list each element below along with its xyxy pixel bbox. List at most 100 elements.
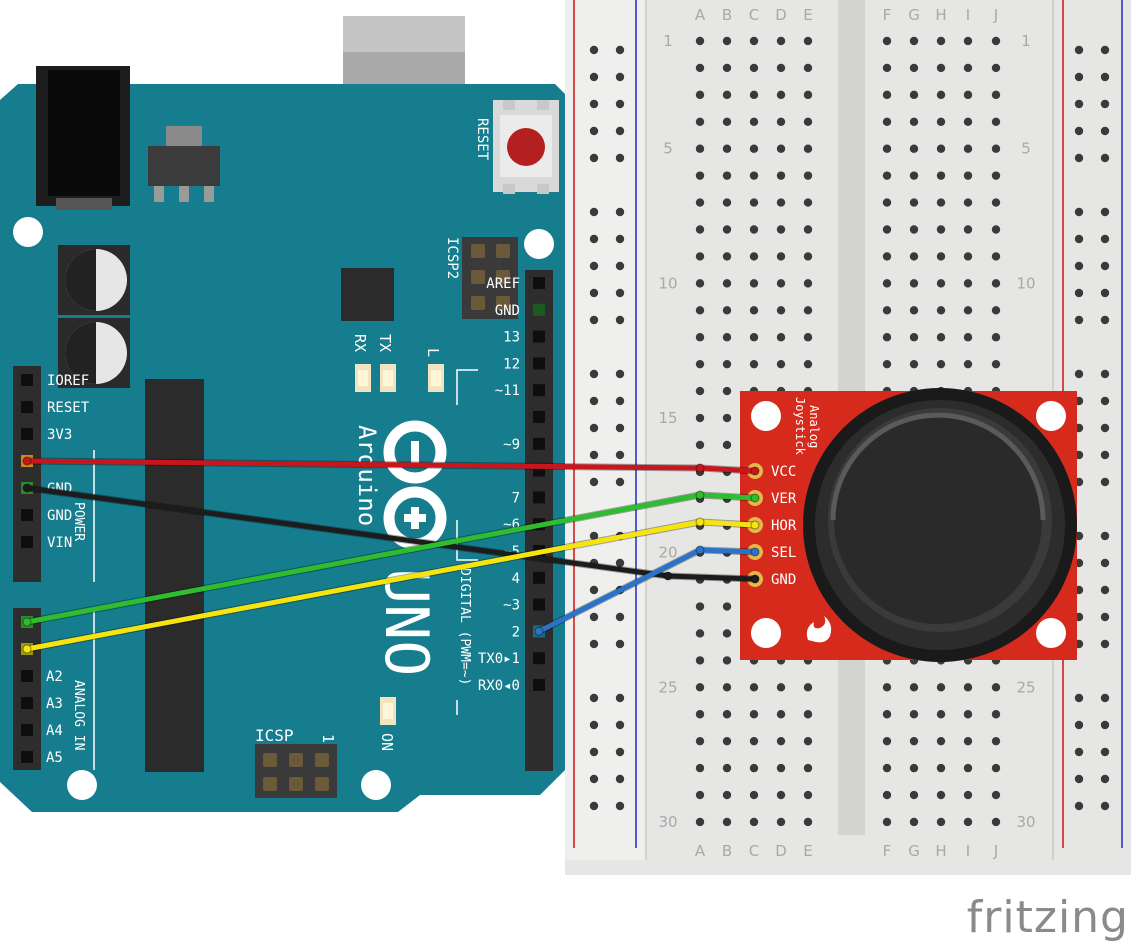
- row-label: 10: [658, 274, 677, 292]
- breadboard-hole: [963, 710, 973, 719]
- breadboard-hole: [695, 198, 705, 207]
- rail-hole: [1100, 585, 1110, 595]
- rail-hole: [615, 72, 625, 82]
- breadboard-hole: [909, 683, 919, 692]
- rail-hole: [1100, 801, 1110, 811]
- column-label: J: [993, 842, 998, 860]
- column-label: B: [722, 842, 732, 860]
- column-label: E: [803, 842, 812, 860]
- breadboard-hole: [749, 359, 759, 369]
- breadboard-hole: [722, 252, 732, 261]
- breadboard-hole: [722, 306, 732, 315]
- breadboard-hole: [776, 790, 786, 800]
- breadboard-hole: [803, 710, 813, 719]
- breadboard-hole: [695, 63, 705, 73]
- analog-in-label: ANALOG IN: [71, 680, 86, 750]
- breadboard-hole: [695, 225, 705, 234]
- breadboard-hole: [749, 279, 759, 288]
- breadboard-hole: [963, 790, 973, 800]
- arduino-board: IOREFRESET3V3GNDGNDVINA2A3A4A5AREFGND131…: [0, 16, 565, 812]
- breadboard-hole: [936, 63, 946, 73]
- breadboard-hole: [963, 117, 973, 126]
- rail-hole: [1100, 693, 1110, 703]
- rail-hole: [1074, 801, 1084, 811]
- breadboard-hole: [695, 602, 705, 611]
- rail-hole: [1074, 369, 1084, 379]
- breadboard-hole: [991, 36, 1001, 46]
- breadboard-hole: [882, 333, 892, 342]
- on-label: ON: [378, 733, 396, 751]
- board-name-label: Arduino: [353, 425, 381, 526]
- breadboard-hole: [749, 683, 759, 692]
- breadboard-hole: [749, 817, 759, 827]
- breadboard-hole: [882, 790, 892, 800]
- breadboard-hole: [722, 710, 732, 719]
- rail-hole: [1100, 774, 1110, 784]
- header-pin: [533, 330, 545, 343]
- header-pin: [21, 401, 33, 413]
- tx-label: TX: [376, 334, 394, 352]
- analog-header: [13, 608, 41, 770]
- breadboard-hole: [695, 117, 705, 126]
- breadboard-hole: [963, 63, 973, 73]
- rail-hole: [589, 477, 599, 487]
- breadboard-hole: [776, 117, 786, 126]
- breadboard-hole: [803, 333, 813, 342]
- breadboard-hole: [882, 279, 892, 288]
- joystick-pin-label: VCC: [771, 464, 796, 480]
- rail-hole: [1100, 315, 1110, 325]
- breadboard-hole: [909, 252, 919, 261]
- icsp2-pin: [471, 244, 485, 258]
- breadboard-hole: [776, 359, 786, 369]
- column-label: B: [722, 6, 732, 24]
- rail-hole: [1074, 207, 1084, 217]
- breadboard-hole: [695, 413, 705, 423]
- fritzing-watermark: fritzing: [966, 892, 1129, 943]
- power-pin-label: IOREF: [47, 373, 89, 389]
- breadboard-hole: [695, 656, 705, 665]
- breadboard-hole: [776, 279, 786, 288]
- rail-hole: [589, 234, 599, 244]
- breadboard-hole: [882, 117, 892, 126]
- breadboard-hole: [909, 117, 919, 126]
- icsp-pin: [263, 753, 277, 767]
- header-pin: [533, 357, 545, 370]
- breadboard-hole: [991, 225, 1001, 234]
- breadboard-hole: [803, 763, 813, 773]
- breadboard-hole: [963, 36, 973, 46]
- breadboard-hole: [803, 171, 813, 180]
- mount-hole: [13, 217, 43, 247]
- reset-button[interactable]: [493, 100, 559, 194]
- breadboard-hole: [776, 306, 786, 315]
- breadboard-hole: [882, 683, 892, 692]
- breadboard-hole: [749, 225, 759, 234]
- atmega-chip: [145, 379, 204, 772]
- on-led: [380, 697, 396, 725]
- header-pin: [533, 598, 545, 611]
- icsp-pin: [315, 753, 329, 767]
- column-label: H: [935, 842, 946, 860]
- column-label: I: [966, 842, 970, 860]
- breadboard-hole: [936, 198, 946, 207]
- header-pin: [533, 571, 545, 584]
- breadboard-hole: [909, 36, 919, 46]
- breadboard-hole: [722, 63, 732, 73]
- icsp2-pin: [496, 296, 510, 310]
- breadboard-hole: [909, 225, 919, 234]
- rail-hole: [589, 747, 599, 757]
- rail-hole: [615, 639, 625, 649]
- column-label: I: [966, 6, 970, 24]
- breadboard-hole: [991, 683, 1001, 692]
- rail-hole: [589, 531, 599, 541]
- breadboard-hole: [882, 252, 892, 261]
- breadboard-hole: [936, 36, 946, 46]
- rail-hole: [615, 612, 625, 622]
- icsp2-label: ICSP2: [444, 237, 460, 279]
- joystick-knob[interactable]: [803, 388, 1077, 662]
- rail-hole: [615, 693, 625, 703]
- breadboard-hole: [882, 763, 892, 773]
- wire-end: [663, 571, 673, 581]
- breadboard-hole: [695, 359, 705, 369]
- rail-hole: [589, 693, 599, 703]
- header-pin: [21, 509, 33, 521]
